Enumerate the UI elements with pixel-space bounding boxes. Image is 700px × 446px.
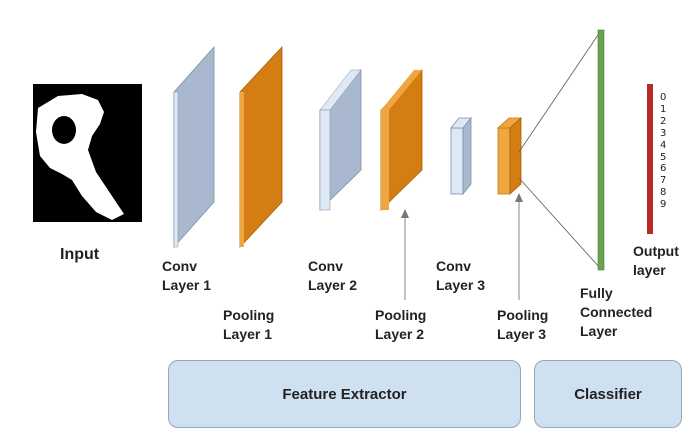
- conv1-label-line2: Layer 1: [162, 277, 212, 293]
- output-label-line2: layer: [633, 262, 666, 278]
- connection-line-bottom: [518, 177, 601, 269]
- conv3-label: Conv Layer 3: [436, 257, 485, 295]
- output-class-item: 4: [660, 139, 667, 151]
- output-bar: [647, 84, 653, 234]
- pool1-label: Pooling Layer 1: [223, 306, 274, 344]
- pool3-label-line1: Pooling: [497, 307, 549, 323]
- conv1-label: Conv Layer 1: [162, 257, 211, 295]
- classifier-box: Classifier: [534, 360, 682, 428]
- conv-layer-3: [450, 116, 472, 196]
- input-image: [33, 84, 142, 222]
- output-class-item: 1: [660, 103, 667, 115]
- output-class-item: 3: [660, 127, 667, 139]
- fc-label-line3: Layer: [580, 323, 618, 339]
- conv-layer-1: [173, 45, 215, 249]
- pool1-label-line1: Pooling: [223, 307, 275, 323]
- conv3-label-line2: Layer 3: [436, 277, 486, 293]
- fc-label: Fully Connected Layer: [580, 284, 652, 341]
- pool2-label-line1: Pooling: [375, 307, 427, 323]
- pool3-label: Pooling Layer 3: [497, 306, 548, 344]
- fc-label-line2: Connected: [580, 304, 653, 320]
- feature-extractor-box: Feature Extractor: [168, 360, 521, 428]
- fully-connected-bar: [597, 29, 605, 271]
- pool2-label: Pooling Layer 2: [375, 306, 426, 344]
- fc-label-line1: Fully: [580, 285, 613, 301]
- output-class-item: 7: [660, 175, 667, 187]
- conv2-label: Conv Layer 2: [308, 257, 357, 295]
- output-class-item: 0: [660, 92, 667, 103]
- output-class-item: 8: [660, 187, 667, 199]
- output-label-line1: Output: [633, 243, 679, 259]
- input-digit-hole: [52, 116, 76, 144]
- conv2-label-line2: Layer 2: [308, 277, 358, 293]
- pool1-label-line2: Layer 1: [223, 326, 273, 342]
- pool2-pointer-arrow: [401, 209, 409, 300]
- conv1-label-line1: Conv: [162, 258, 197, 274]
- classifier-label: Classifier: [574, 385, 642, 403]
- pool3-label-line2: Layer 3: [497, 326, 547, 342]
- conv3-label-line1: Conv: [436, 258, 471, 274]
- feature-extractor-label: Feature Extractor: [282, 385, 407, 403]
- pool3-pointer-arrow: [515, 193, 523, 300]
- output-class-item: 2: [660, 115, 667, 127]
- output-class-item: 6: [660, 163, 667, 175]
- output-class-item: 9: [660, 199, 667, 211]
- output-class-item: 5: [660, 151, 667, 163]
- pooling-layer-3: [496, 117, 523, 195]
- output-label: Output layer: [633, 242, 679, 280]
- connection-line-top: [518, 31, 601, 153]
- conv-layer-2: [319, 69, 362, 211]
- conv2-label-line1: Conv: [308, 258, 343, 274]
- pooling-layer-1: [239, 45, 283, 249]
- output-class-list: 0 1 2 3 4 5 6 7 8 9: [660, 92, 666, 211]
- pooling-layer-2: [380, 69, 423, 211]
- pool2-label-line2: Layer 2: [375, 326, 425, 342]
- input-label: Input: [60, 246, 100, 263]
